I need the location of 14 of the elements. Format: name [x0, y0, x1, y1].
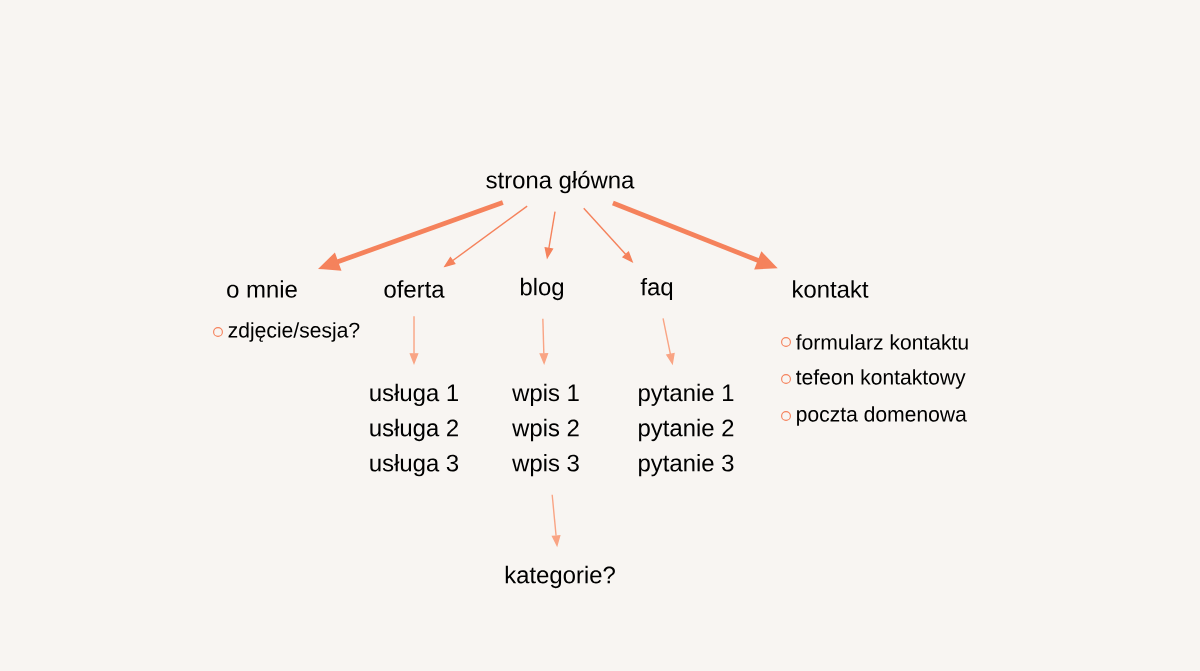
list-item: formularz kontaktu — [796, 334, 968, 350]
page-label: strona główna — [486, 170, 635, 194]
page-label: kategorie? — [505, 565, 615, 589]
page-label: kontakt — [793, 280, 869, 298]
list-item: tefeon kontaktowy — [796, 369, 966, 389]
page-label: blog — [520, 277, 564, 301]
list-item: zdjęcie/sesja? — [228, 322, 360, 342]
page-label: faq — [640, 277, 673, 301]
list-text: wpis 1 wpis 2 wpis 3 — [512, 383, 579, 477]
list-text: usługa 1 usługa 2 usługa 3 — [370, 383, 459, 477]
list-item: poczta domenowa — [797, 406, 967, 426]
page-label: oferta — [384, 280, 445, 298]
page-label: o mnie — [227, 280, 297, 298]
list-text: pytanie 1 pytanie 2 pytanie 3 — [639, 383, 734, 477]
